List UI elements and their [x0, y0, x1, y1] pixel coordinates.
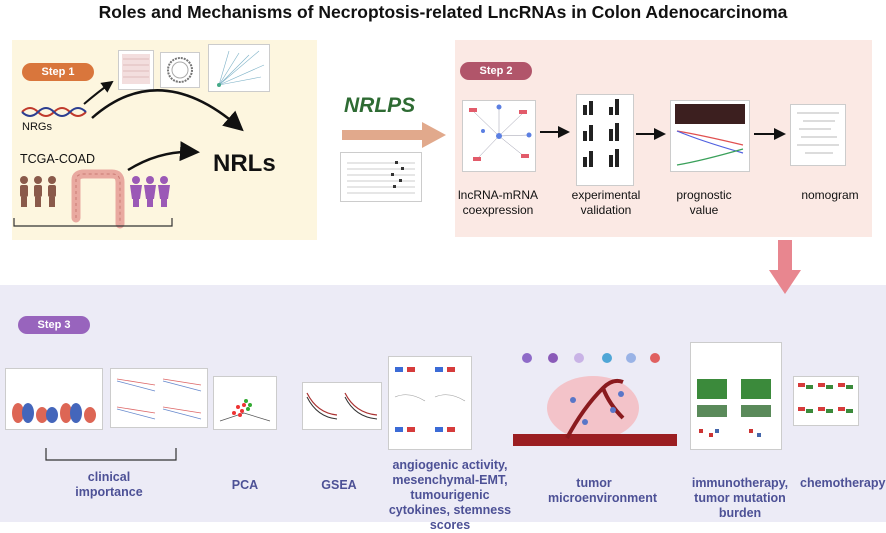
tumor-microenvironment-label: tumor microenvironment: [548, 476, 658, 505]
validation-thumbnail: [576, 94, 634, 186]
clinical-importance-label: clinical importance: [75, 470, 143, 499]
page-title: Roles and Mechanisms of Necroptosis-rela…: [98, 2, 788, 22]
patients-colon-icon: [13, 169, 173, 229]
prognostic-thumbnail: [670, 100, 750, 172]
gsea-curve-icon: [306, 392, 378, 420]
immunotherapy-label: immunotherapy, tumor mutation burden: [691, 476, 789, 520]
chemo-boxplots-icon: [798, 383, 853, 413]
circos-plot-icon: [167, 57, 193, 83]
km-curves-icon: [116, 378, 202, 420]
gsea-thumbnail: [302, 382, 382, 430]
step3-badge: Step 3: [18, 316, 90, 334]
correlation-network-icon: [217, 50, 265, 87]
validation-label: experimental validation: [571, 188, 641, 217]
violin-plot-icon: [12, 403, 96, 423]
tcga-label: TCGA-COAD: [20, 152, 95, 166]
nomogram-icon: [797, 112, 839, 154]
forest-plot-icon: [347, 161, 415, 194]
coexpression-thumbnail: [462, 100, 536, 172]
coexpression-label: lncRNA-mRNA coexpression: [457, 188, 538, 217]
nomogram-label: nomogram: [801, 188, 859, 202]
pca-scatter-icon: [219, 399, 271, 422]
dna-icon: [21, 107, 87, 117]
nomogram-thumbnail: [790, 104, 846, 166]
pca-label: PCA: [231, 478, 259, 492]
flow-arrows: [45, 80, 786, 461]
clinical-violin-thumbnail: [5, 368, 103, 430]
immunotherapy-plots-icon: [697, 379, 771, 437]
coexpression-network-icon: [469, 104, 532, 161]
pca-thumbnail: [213, 376, 277, 430]
heatmap-icon: [122, 54, 150, 84]
angiogenic-thumbnail: [388, 356, 472, 450]
down-arrow: [769, 240, 801, 294]
tumor-vessel-icon: [513, 353, 677, 446]
immunotherapy-thumbnail: [690, 342, 782, 450]
network-thumbnail: [208, 44, 270, 92]
circos-thumbnail: [160, 52, 200, 88]
boxplots-icon: [394, 367, 466, 432]
nrgs-label: NRGs: [22, 121, 52, 133]
chemotherapy-thumbnail: [793, 376, 859, 426]
tumor-microenvironment-illustration: [513, 348, 677, 448]
nrls-label: NRLs: [213, 150, 276, 177]
clinical-curves-thumbnail: [110, 368, 208, 428]
survival-curves-icon: [675, 104, 745, 166]
forest-plot-thumbnail: [340, 152, 422, 202]
step2-badge: Step 2: [460, 62, 532, 80]
chemotherapy-label: chemotherapy: [800, 476, 886, 490]
nrlps-label: NRLPS: [344, 94, 416, 117]
bar-charts-icon: [583, 99, 619, 167]
nrlps-arrow: [342, 122, 446, 148]
step1-badge: Step 1: [22, 63, 94, 81]
heatmap-thumbnail: [118, 50, 154, 90]
prognostic-label: prognostic value: [676, 188, 732, 217]
gsea-label: GSEA: [321, 478, 357, 492]
angiogenic-label: angiogenic activity, mesenchymal-EMT, tu…: [388, 458, 512, 532]
